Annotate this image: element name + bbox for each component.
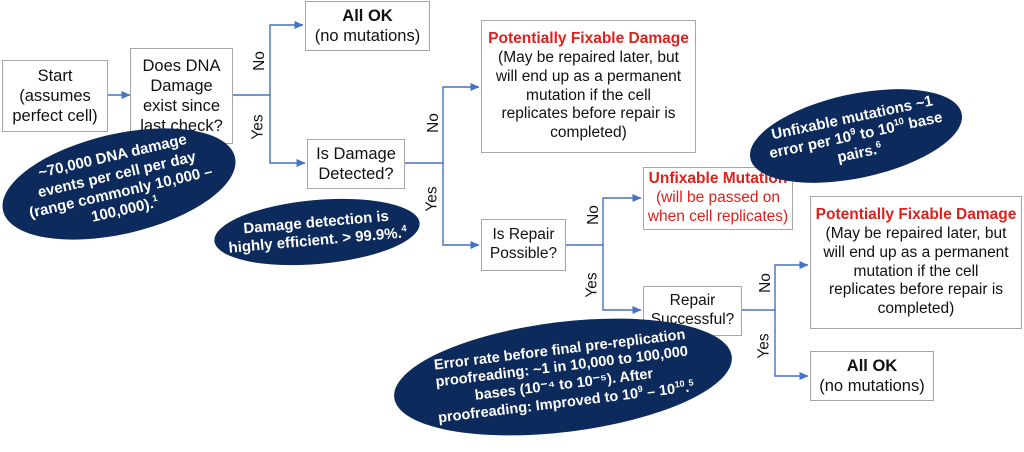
arrow-q1-no xyxy=(233,21,304,96)
edge-label-no-2: No xyxy=(424,113,442,133)
arrow-q4-yes xyxy=(774,310,809,380)
edge-label-yes-4: Yes xyxy=(755,333,773,359)
arrow-q2-no xyxy=(405,83,480,164)
fixable-damage-bottom-box: Potentially Fixable Damage (May be repai… xyxy=(810,196,1022,329)
connector-lines xyxy=(108,21,809,380)
arrow-q4-no xyxy=(742,261,809,311)
unfixable-mutation-box: Unfixable Mutation (will be passed on wh… xyxy=(643,167,793,230)
fixable-damage-top-box: Potentially Fixable Damage (May be repai… xyxy=(481,20,696,153)
arrow-q1-yes xyxy=(269,95,306,167)
arrow-q3-yes xyxy=(602,245,642,314)
edge-label-yes-2: Yes xyxy=(423,186,441,212)
edge-label-yes-1: Yes xyxy=(249,114,267,140)
all-ok-top-box: All OK(no mutations) xyxy=(305,1,430,51)
arrow-q3-no xyxy=(566,194,642,246)
edge-label-no-4: No xyxy=(756,273,774,293)
edge-label-no-1: No xyxy=(250,51,268,71)
edge-label-no-3: No xyxy=(584,205,602,225)
arrow-q2-yes xyxy=(442,163,480,249)
all-ok-bottom-box: All OK(no mutations) xyxy=(810,351,934,401)
edge-label-yes-3: Yes xyxy=(583,272,601,298)
